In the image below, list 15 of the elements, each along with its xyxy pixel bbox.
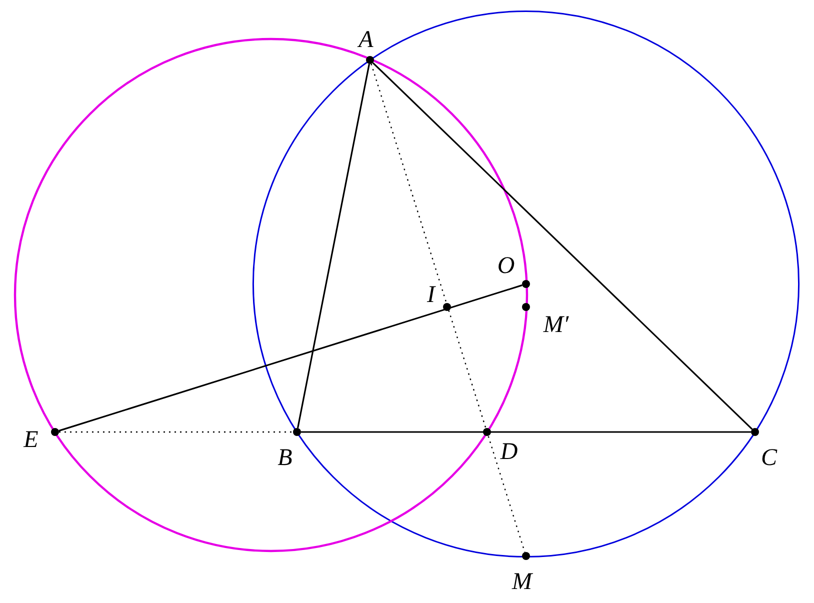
point-label: M′ (543, 313, 569, 337)
line-segment (58, 284, 522, 432)
point-label: I (427, 283, 435, 307)
line-segment (296, 64, 370, 428)
line-segment (301, 431, 751, 433)
point-label: O (497, 254, 515, 278)
dotted-line (59, 431, 293, 433)
point-label: D (500, 440, 518, 464)
point-label: E (24, 428, 38, 452)
point-label: M (512, 570, 532, 594)
dotted-line (370, 64, 526, 552)
point-label: C (761, 446, 777, 470)
point-label: B (278, 446, 292, 470)
point-label: A (358, 28, 374, 52)
line-segment (372, 62, 753, 430)
